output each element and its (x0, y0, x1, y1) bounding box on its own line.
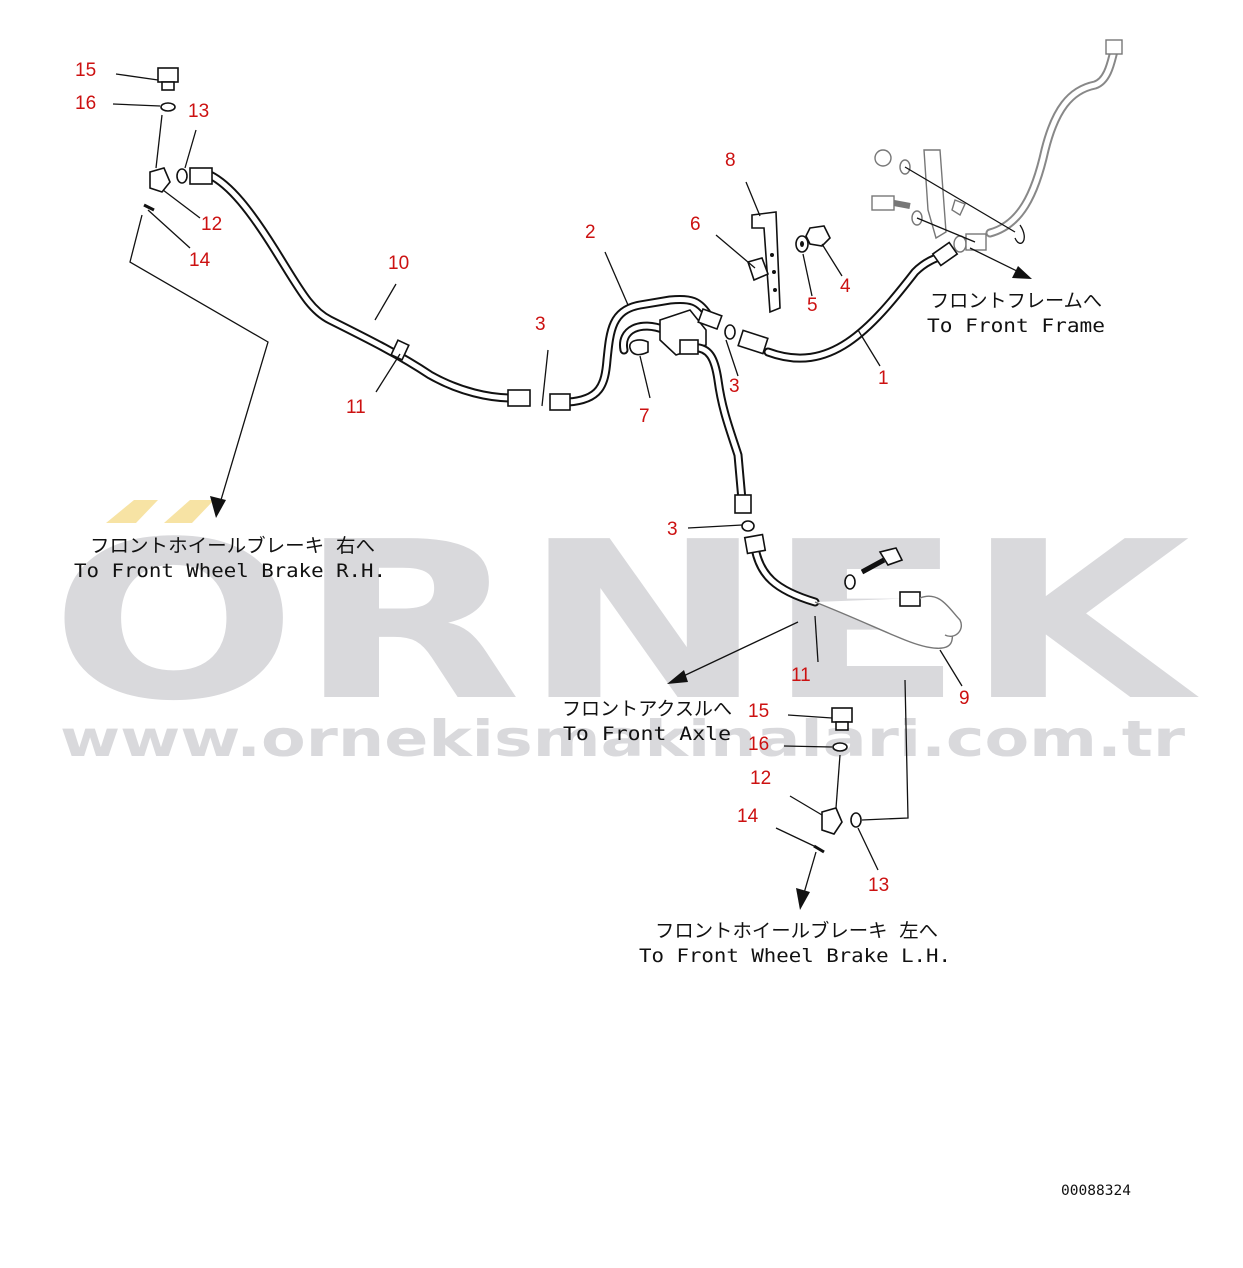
hose-1 (724, 241, 959, 363)
oring-16-icon (160, 102, 176, 112)
bleeder-rh (143, 67, 188, 212)
frame-hook-icon (1014, 224, 1025, 244)
frame-clip-icon (951, 199, 966, 217)
callout-1: 1 (878, 368, 889, 389)
callout-3-lower: 3 (667, 519, 678, 540)
leader-lines (112, 73, 963, 871)
watermark: ORNEK www.ornekismakinalari.com.tr (50, 496, 1199, 768)
callout-6: 6 (690, 214, 701, 235)
nut-4-icon (805, 225, 831, 247)
watermark-umlaut-left (106, 500, 158, 523)
callout-3-left: 3 (535, 314, 546, 335)
axle-fitting-icon (899, 591, 921, 607)
oring-13-lower-icon (850, 812, 862, 828)
frame-fitting-icon (1105, 39, 1123, 55)
bleeder-screw-12-lower-icon (821, 807, 843, 835)
callout-9: 9 (959, 688, 970, 709)
clamp-11-icon (390, 339, 410, 361)
callout-12-rh: 12 (201, 214, 222, 235)
hose-1-fitting-icon (737, 329, 769, 355)
axle-tube (679, 339, 755, 532)
callout-4: 4 (840, 276, 851, 297)
tube-2-end-fitting-icon (549, 393, 571, 411)
pin-14-icon (143, 203, 155, 212)
arrow-to-frame-icon (1012, 266, 1032, 279)
hose-1-end-fitting-icon (931, 241, 959, 267)
arrow-to-wheel-rh-icon (210, 496, 226, 518)
frame-oring-icon (953, 235, 967, 253)
oring-3-icon (724, 324, 736, 340)
callout-8: 8 (725, 150, 736, 171)
block-port-fitting-icon (697, 307, 723, 331)
callout-13-rh: 13 (188, 101, 209, 122)
frame-bracket-icon (923, 149, 947, 240)
callout-14-rh: 14 (189, 250, 211, 271)
destination-notes: フロントフレームへ To Front Frame フロントホイールブレーキ 右へ… (74, 290, 1105, 967)
bleeder-lh (813, 707, 862, 854)
watermark-umlaut-right (164, 500, 214, 523)
callout-2: 2 (585, 222, 596, 243)
frame-bolt-head-icon (871, 195, 895, 211)
callout-7: 7 (639, 406, 650, 427)
axle-tube-top-fitting-icon (679, 339, 699, 355)
callout-15-rh: 15 (75, 60, 96, 81)
watermark-brand: ORNEK (50, 496, 1199, 749)
bleeder-screw-12-icon (149, 167, 171, 193)
bolt-head-icon (878, 547, 904, 566)
clip-6-icon (746, 257, 770, 282)
lower-hose (743, 533, 962, 649)
frame-nut-icon (874, 149, 892, 167)
note-front-frame-jp: フロントフレームへ (930, 290, 1102, 312)
tube-10-top-fitting-icon (189, 167, 213, 185)
callout-16-rh: 16 (75, 93, 96, 114)
direction-arrows (129, 214, 1032, 910)
note-wheel-lh-en: To Front Wheel Brake L.H. (639, 945, 951, 967)
callout-5: 5 (807, 295, 818, 316)
callouts: 15 16 13 12 14 10 11 3 2 7 3 6 8 5 4 1 3… (75, 60, 970, 896)
tube-10 (189, 167, 531, 407)
front-frame-reference (871, 39, 1123, 253)
watermark-url: www.ornekismakinalari.com.tr (60, 710, 1185, 768)
tube-10-end-fitting-icon (507, 389, 531, 407)
frame-connector-icon (965, 233, 987, 251)
note-front-frame-en: To Front Frame (927, 315, 1105, 337)
oring-16-lower-icon (832, 742, 848, 752)
bolt-washer-icon (844, 574, 856, 590)
arrow-to-wheel-lh-icon (796, 888, 810, 910)
note-axle-en: To Front Axle (563, 723, 731, 745)
callout-3-middle: 3 (729, 376, 740, 397)
bleeder-cap-15-lower-icon (831, 707, 853, 723)
arrow-to-axle-icon (667, 670, 688, 684)
oring-13-icon (176, 168, 188, 184)
callout-11-lower: 11 (791, 665, 811, 686)
note-wheel-rh-jp: フロントホイールブレーキ 右へ (90, 534, 375, 557)
pin-14-lower-icon (813, 844, 825, 854)
callout-13-lh: 13 (868, 875, 889, 896)
oring-3-lower-icon (741, 520, 755, 532)
callout-11-upper: 11 (346, 397, 366, 418)
bracket-assembly (746, 211, 831, 314)
callout-14-lh: 14 (737, 806, 759, 827)
note-wheel-rh-en: To Front Wheel Brake R.H. (74, 560, 386, 582)
bleeder-cap-15-icon (157, 67, 179, 83)
callout-15-lh: 15 (748, 701, 769, 722)
note-wheel-lh-jp: フロントホイールブレーキ 左へ (655, 919, 938, 942)
callout-12-lh: 12 (750, 768, 771, 789)
callout-16-lh: 16 (748, 734, 769, 755)
clamp-7-icon (629, 339, 649, 356)
callout-10: 10 (388, 253, 409, 274)
axle-tube-end-fitting-icon (734, 494, 752, 514)
note-axle-jp: フロントアクスルへ (562, 698, 732, 720)
bracket-8-icon (751, 211, 781, 314)
lower-hose-fitting-icon (743, 533, 767, 555)
document-id: 00088324 (1061, 1183, 1131, 1199)
